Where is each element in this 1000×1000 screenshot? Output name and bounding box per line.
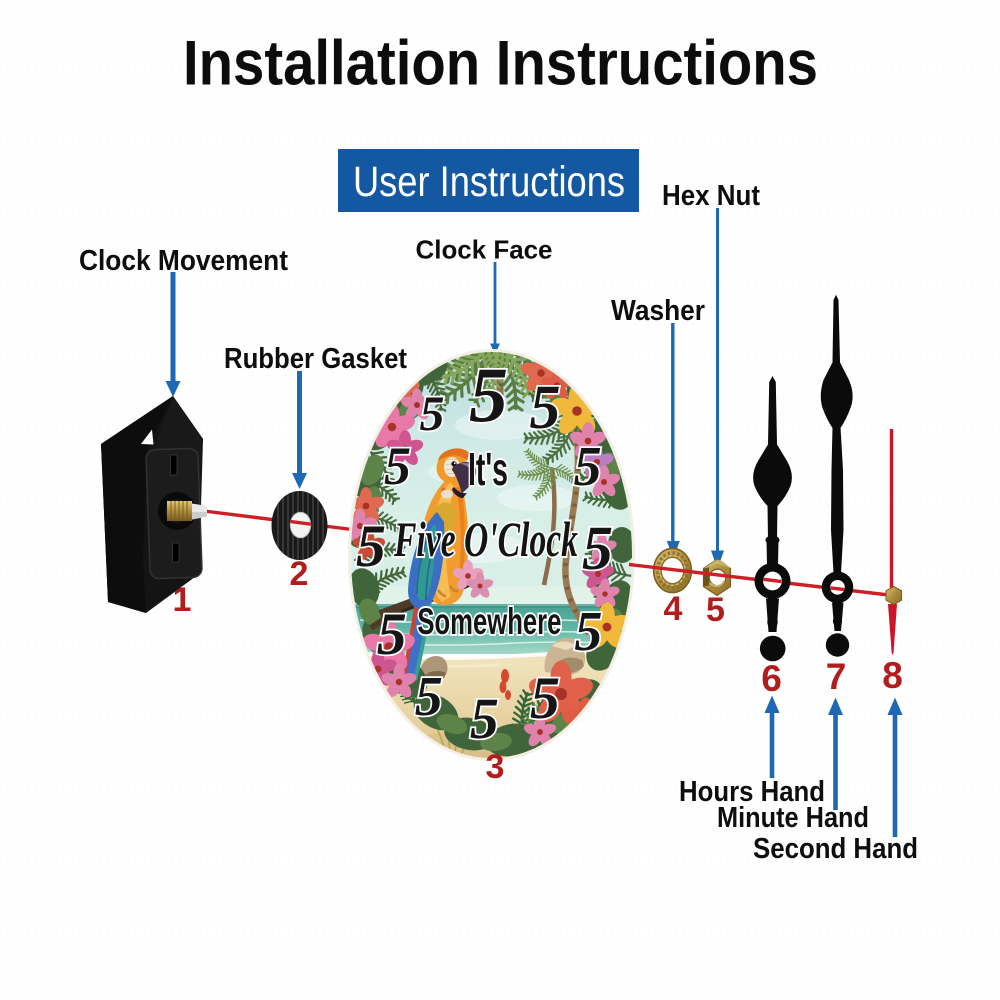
svg-text:6: 6 [761, 658, 782, 699]
svg-text:5: 5 [415, 666, 443, 728]
svg-text:5: 5 [530, 665, 560, 731]
svg-text:8: 8 [882, 655, 903, 696]
svg-text:5: 5 [574, 601, 602, 663]
svg-text:Hours Hand: Hours Hand [679, 776, 825, 808]
svg-text:Clock Face: Clock Face [416, 235, 553, 265]
svg-text:Second Hand: Second Hand [753, 833, 918, 865]
svg-text:7: 7 [826, 656, 847, 697]
svg-text:5: 5 [356, 513, 386, 579]
svg-text:5: 5 [530, 374, 561, 442]
svg-text:Rubber Gasket: Rubber Gasket [224, 343, 407, 375]
svg-text:5: 5 [574, 436, 602, 498]
svg-text:5: 5 [420, 385, 445, 441]
svg-text:Hex Nut: Hex Nut [662, 180, 760, 212]
svg-text:5: 5 [377, 601, 407, 667]
svg-text:Installation Instructions: Installation Instructions [183, 29, 818, 99]
svg-text:4: 4 [664, 590, 683, 628]
svg-text:Somewhere: Somewhere [417, 601, 561, 642]
svg-text:Minute Hand: Minute Hand [717, 802, 869, 834]
svg-text:5: 5 [470, 686, 499, 751]
svg-text:3: 3 [486, 748, 505, 786]
svg-text:5: 5 [582, 515, 613, 583]
svg-text:5: 5 [384, 436, 411, 496]
svg-text:Clock Movement: Clock Movement [79, 245, 288, 277]
svg-text:5: 5 [469, 351, 508, 438]
svg-text:It's: It's [468, 443, 508, 495]
svg-text:Washer: Washer [611, 295, 705, 327]
svg-text:2: 2 [290, 555, 309, 593]
svg-text:5: 5 [706, 591, 725, 629]
svg-text:Five O'Clock: Five O'Clock [393, 511, 578, 567]
svg-text:1: 1 [173, 581, 192, 619]
svg-text:User Instructions: User Instructions [353, 158, 625, 206]
